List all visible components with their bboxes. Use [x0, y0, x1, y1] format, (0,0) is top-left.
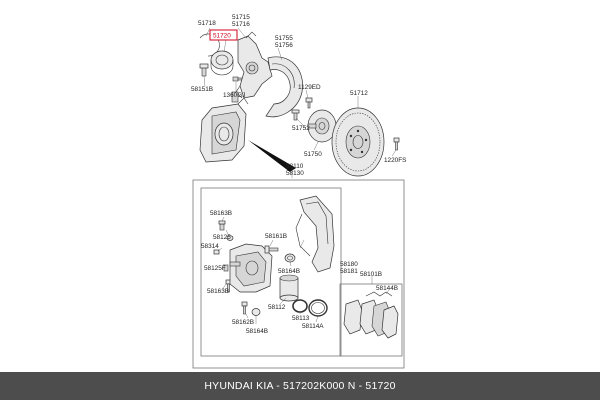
boot-58164B — [284, 253, 296, 263]
pad-kit-frame-58101B — [339, 283, 403, 357]
label-51750: 51750 — [304, 151, 322, 158]
wheel-bearing-51720 — [210, 50, 234, 76]
label-58125: 58125 — [213, 234, 231, 241]
bush-58164B — [251, 308, 261, 316]
label-58113: 58113 — [292, 315, 310, 322]
seal-58113 — [292, 299, 308, 313]
label-58181: 58181 — [340, 268, 358, 275]
label-58144B: 58144B — [376, 285, 398, 292]
leader-lines-top — [203, 27, 397, 178]
bolt-58151B — [199, 63, 209, 77]
cap-58125 — [226, 235, 234, 241]
label-58161B: 58161B — [265, 233, 287, 240]
label-58163B-lower: 58163B — [207, 288, 229, 295]
label-58163B-top: 58163B — [210, 210, 232, 217]
label-58151B: 58151B — [191, 86, 213, 93]
label-58101B: 58101B — [360, 271, 382, 278]
label-1360GJ: 1360GJ — [223, 92, 245, 99]
brake-caliper-assembly-58110 — [199, 91, 249, 163]
label-58164B-lower: 58164B — [246, 328, 268, 335]
label-51755: 51755 — [275, 35, 293, 42]
boot-58125F — [223, 264, 229, 272]
label-51720: 51720 — [213, 33, 231, 40]
caliper-housing — [229, 243, 273, 293]
guide-rod-58161B — [264, 245, 279, 254]
label-58314: 58314 — [201, 243, 219, 250]
label-51716: 51716 — [232, 21, 250, 28]
bleeder-screw-58163B — [218, 220, 226, 231]
label-58110: 58110 — [286, 163, 304, 170]
leader-lines-lower — [217, 216, 390, 324]
label-58164B-top: 58164B — [278, 268, 300, 275]
dust-boot-58114A — [308, 299, 328, 317]
label-1220FS: 1220FS — [384, 157, 406, 164]
guide-bolt-58162B — [241, 301, 248, 315]
label-58125F: 58125F — [204, 265, 226, 272]
steering-knuckle-51715 — [235, 31, 273, 99]
pad-clip-58144B — [365, 291, 393, 297]
footer-caption: HYUNDAI KIA - 517202K000 N - 51720 — [0, 372, 600, 400]
wheel-hub-51750 — [307, 109, 337, 143]
label-51718: 51718 — [198, 20, 216, 27]
caliper-subframe — [200, 187, 342, 357]
bolt-1129ED — [305, 97, 313, 109]
label-58114A: 58114A — [302, 323, 324, 330]
exploded-view-frame-58130 — [192, 179, 405, 369]
pin-58314 — [213, 249, 220, 255]
label-1129ED: 1129ED — [298, 84, 321, 91]
assembly-pointer — [248, 140, 296, 172]
caliper-carrier-58180 — [295, 195, 335, 273]
label-58130: 58130 — [286, 170, 304, 177]
dust-cover-51755 — [265, 56, 303, 118]
label-58112: 58112 — [268, 304, 286, 311]
label-51752: 51752 — [292, 125, 310, 132]
label-51712: 51712 — [350, 90, 368, 97]
screw-1220FS — [393, 137, 400, 151]
label-58162B: 58162B — [232, 319, 254, 326]
label-51756: 51756 — [275, 42, 293, 49]
brake-disc-51712 — [331, 107, 385, 177]
hub-bolt-51752 — [291, 109, 300, 121]
highlight-box-51720 — [209, 29, 238, 41]
brake-pads-58101B — [343, 299, 399, 339]
label-51715: 51715 — [232, 14, 250, 21]
label-58180: 58180 — [340, 261, 358, 268]
piston-58112 — [279, 274, 299, 302]
